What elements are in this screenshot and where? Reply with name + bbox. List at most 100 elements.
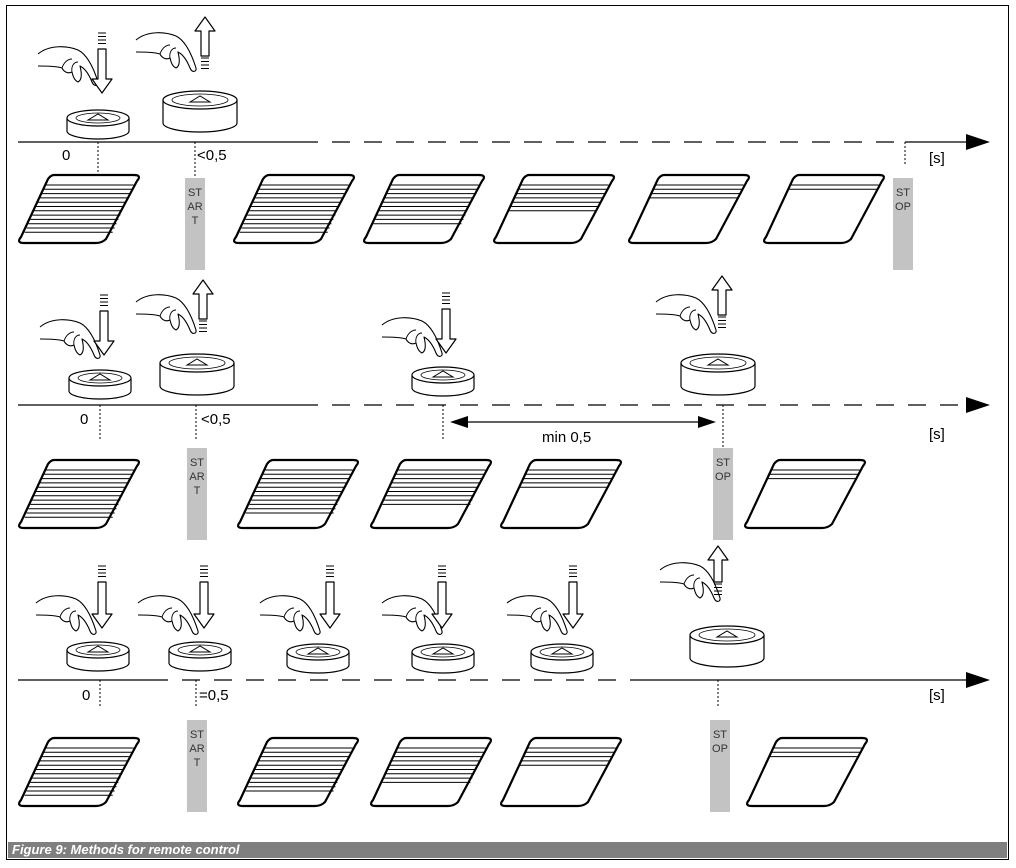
- arrow-shape: [194, 582, 214, 628]
- blind-state-icon: [19, 175, 139, 243]
- min-duration-arrow: [450, 416, 716, 428]
- press-time-label-2: <0,5: [201, 411, 231, 428]
- min-duration-label: min 0,5: [542, 429, 591, 446]
- hand-outline: [38, 47, 98, 86]
- press-time-label-3: =0,5: [199, 687, 229, 704]
- stop-tag-text-1: STOP: [893, 186, 913, 214]
- start-tag-2: START: [187, 448, 207, 540]
- stop-tag-text-3: STOP: [710, 728, 730, 756]
- start-tag-3: START: [187, 720, 207, 812]
- press-down-arrow-icon: [320, 566, 340, 628]
- blind-state-icon: [234, 175, 354, 243]
- axis-arrowhead: [966, 397, 990, 413]
- remote-button: [531, 644, 593, 673]
- blind-state-icon: [764, 175, 884, 243]
- origin-label-3: 0: [82, 687, 90, 704]
- remote-button: [681, 354, 755, 395]
- start-tag-text-2: START: [187, 456, 207, 498]
- hand-icon: [507, 596, 567, 635]
- blind-state-icon: [501, 460, 621, 528]
- hand-icon: [382, 318, 442, 357]
- origin-label-1: 0: [62, 147, 70, 164]
- unit-label-1: [s]: [929, 150, 945, 167]
- remote-button: [69, 370, 131, 399]
- hand-outline: [382, 318, 442, 357]
- hand-outline: [656, 295, 716, 334]
- hand-outline: [507, 596, 567, 635]
- duration-arrowhead-left: [450, 416, 468, 428]
- blind-state-icon: [494, 175, 614, 243]
- duration-arrowhead-right: [698, 416, 716, 428]
- blind-state-icon: [19, 460, 139, 528]
- press-time-label-1: <0,5: [197, 147, 227, 164]
- figure-caption: Figure 9: Methods for remote control: [8, 842, 1007, 858]
- remote-button: [287, 644, 349, 673]
- start-tag-text-3: START: [187, 728, 207, 770]
- release-up-arrow-icon: [195, 17, 215, 69]
- hand-icon: [38, 47, 98, 86]
- origin-label-2: 0: [80, 411, 88, 428]
- blind-state-icon: [747, 738, 867, 806]
- arrow-shape: [92, 49, 112, 93]
- blind-state-icon: [629, 175, 749, 243]
- press-down-arrow-icon: [563, 566, 583, 628]
- hand-outline: [660, 563, 720, 602]
- remote-button: [160, 354, 234, 395]
- arrow-shape: [195, 17, 215, 56]
- start-tag-text-1: START: [185, 186, 205, 228]
- blind-state-icon: [19, 738, 139, 806]
- stop-tag-text-2: STOP: [713, 456, 733, 484]
- press-down-arrow-icon: [94, 295, 114, 355]
- blind-state-icon: [371, 738, 491, 806]
- stop-tag-3: STOP: [710, 720, 730, 812]
- hand-outline: [138, 596, 198, 635]
- remote-button: [67, 642, 129, 671]
- press-down-arrow-icon: [92, 566, 112, 628]
- hand-outline: [260, 596, 320, 635]
- arrow-shape: [193, 280, 213, 319]
- axis-arrowhead: [966, 672, 990, 688]
- remote-button: [690, 626, 764, 667]
- time-axis: [18, 397, 990, 413]
- release-up-arrow-icon: [712, 276, 732, 328]
- hand-icon: [138, 596, 198, 635]
- hand-icon: [660, 563, 720, 602]
- hand-outline: [136, 33, 196, 72]
- remote-button: [163, 91, 237, 132]
- blind-states: [19, 175, 884, 806]
- press-down-arrow-icon: [432, 566, 452, 628]
- hand-outline: [136, 295, 196, 334]
- hand-outline: [36, 596, 96, 635]
- axis-arrowhead: [966, 134, 990, 150]
- time-axis: [18, 672, 990, 688]
- arrow-shape: [712, 276, 732, 315]
- hand-icon: [656, 295, 716, 334]
- hand-icon: [136, 295, 196, 334]
- press-down-arrow-icon: [194, 566, 214, 628]
- blind-state-icon: [238, 738, 358, 806]
- blind-state-icon: [501, 738, 621, 806]
- time-axis: [18, 134, 990, 150]
- remote-button: [412, 367, 474, 396]
- hand-icon: [136, 33, 196, 72]
- unit-label-2: [s]: [929, 426, 945, 443]
- arrow-shape: [320, 582, 340, 628]
- remote-button: [67, 110, 129, 139]
- start-tag-1: START: [185, 178, 205, 270]
- arrow-shape: [563, 582, 583, 628]
- hand-icon: [40, 320, 100, 359]
- release-up-arrow-icon: [193, 280, 213, 332]
- blind-state-icon: [371, 460, 491, 528]
- blind-state-icon: [364, 175, 484, 243]
- pressing-hands: [36, 17, 732, 634]
- hand-outline: [40, 320, 100, 359]
- arrow-shape: [92, 582, 112, 628]
- hand-icon: [36, 596, 96, 635]
- remote-button: [412, 644, 474, 673]
- unit-label-3: [s]: [929, 687, 945, 704]
- blind-state-icon: [238, 460, 358, 528]
- stop-tag-1: STOP: [893, 178, 913, 270]
- hand-icon: [260, 596, 320, 635]
- remote-button: [169, 642, 231, 671]
- blind-state-icon: [745, 460, 865, 528]
